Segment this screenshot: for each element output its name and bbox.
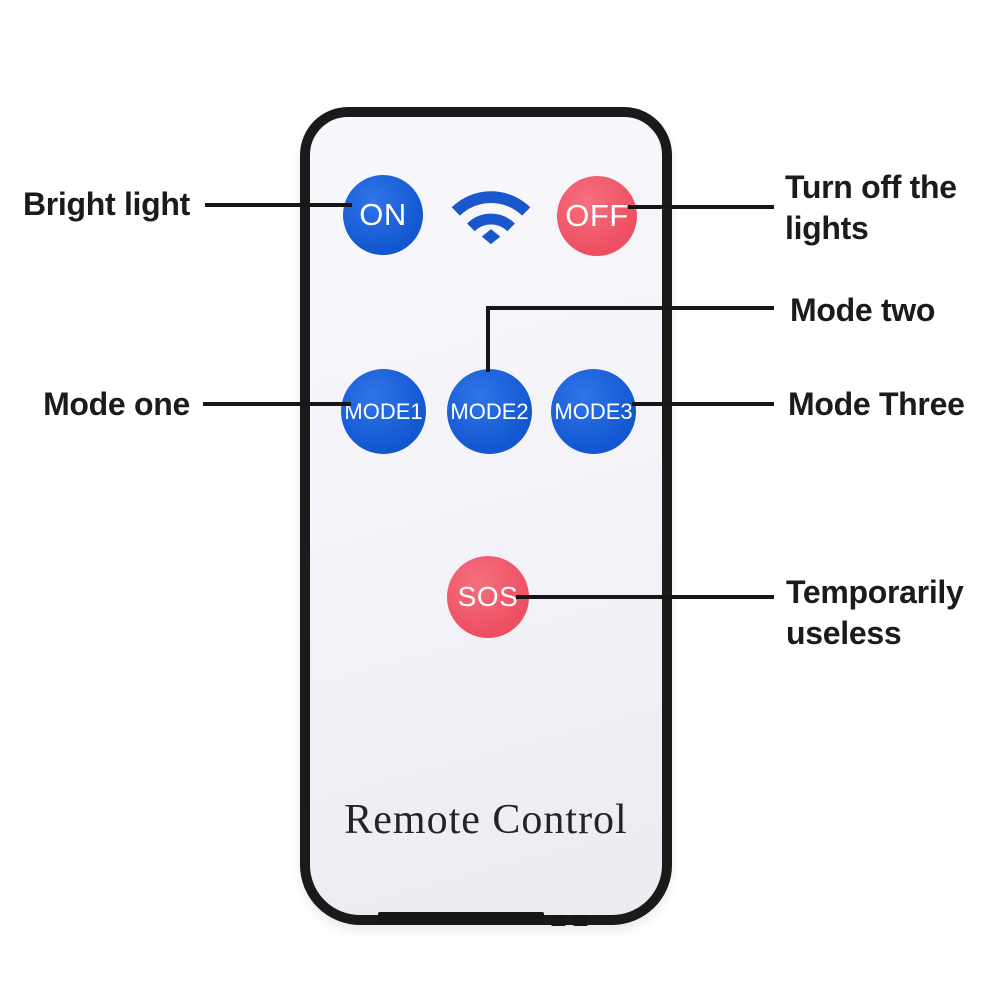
- mode1-button: MODE1: [341, 369, 426, 454]
- label-temporarily-useless: Temporarily useless: [786, 574, 964, 651]
- connector-mode-one: [203, 402, 351, 406]
- connector-mode-two-vertical: [486, 306, 490, 372]
- label-bright-light: Bright light: [22, 186, 190, 222]
- sos-button-label: SOS: [457, 581, 519, 612]
- wifi-signal-icon: [451, 191, 531, 245]
- mode2-button: MODE2: [447, 369, 532, 454]
- remote-bottom-strip: [378, 912, 544, 924]
- on-button-label: ON: [359, 197, 407, 232]
- connector-turn-off: [628, 205, 774, 209]
- mode1-button-label: MODE1: [344, 398, 423, 424]
- mode3-button-label: MODE3: [554, 398, 633, 424]
- sos-button: SOS: [447, 556, 529, 638]
- label-mode-three: Mode Three: [788, 386, 965, 422]
- mode2-button-label: MODE2: [450, 398, 529, 424]
- remote-bottom-tab: [573, 915, 588, 926]
- connector-mode-two-horizontal: [486, 306, 774, 310]
- label-mode-one: Mode one: [43, 386, 190, 422]
- label-turn-off-the-lights: Turn off the lights: [785, 169, 957, 246]
- off-button: OFF: [557, 176, 637, 256]
- connector-mode-three: [632, 402, 774, 406]
- remote-brand-text: Remote Control: [344, 797, 628, 843]
- label-mode-two: Mode two: [790, 292, 936, 328]
- connector-sos: [516, 595, 774, 599]
- on-button: ON: [343, 175, 423, 255]
- connector-bright-light: [205, 203, 352, 207]
- remote-bottom-tab: [551, 915, 566, 926]
- off-button-label: OFF: [565, 198, 629, 233]
- mode3-button: MODE3: [551, 369, 636, 454]
